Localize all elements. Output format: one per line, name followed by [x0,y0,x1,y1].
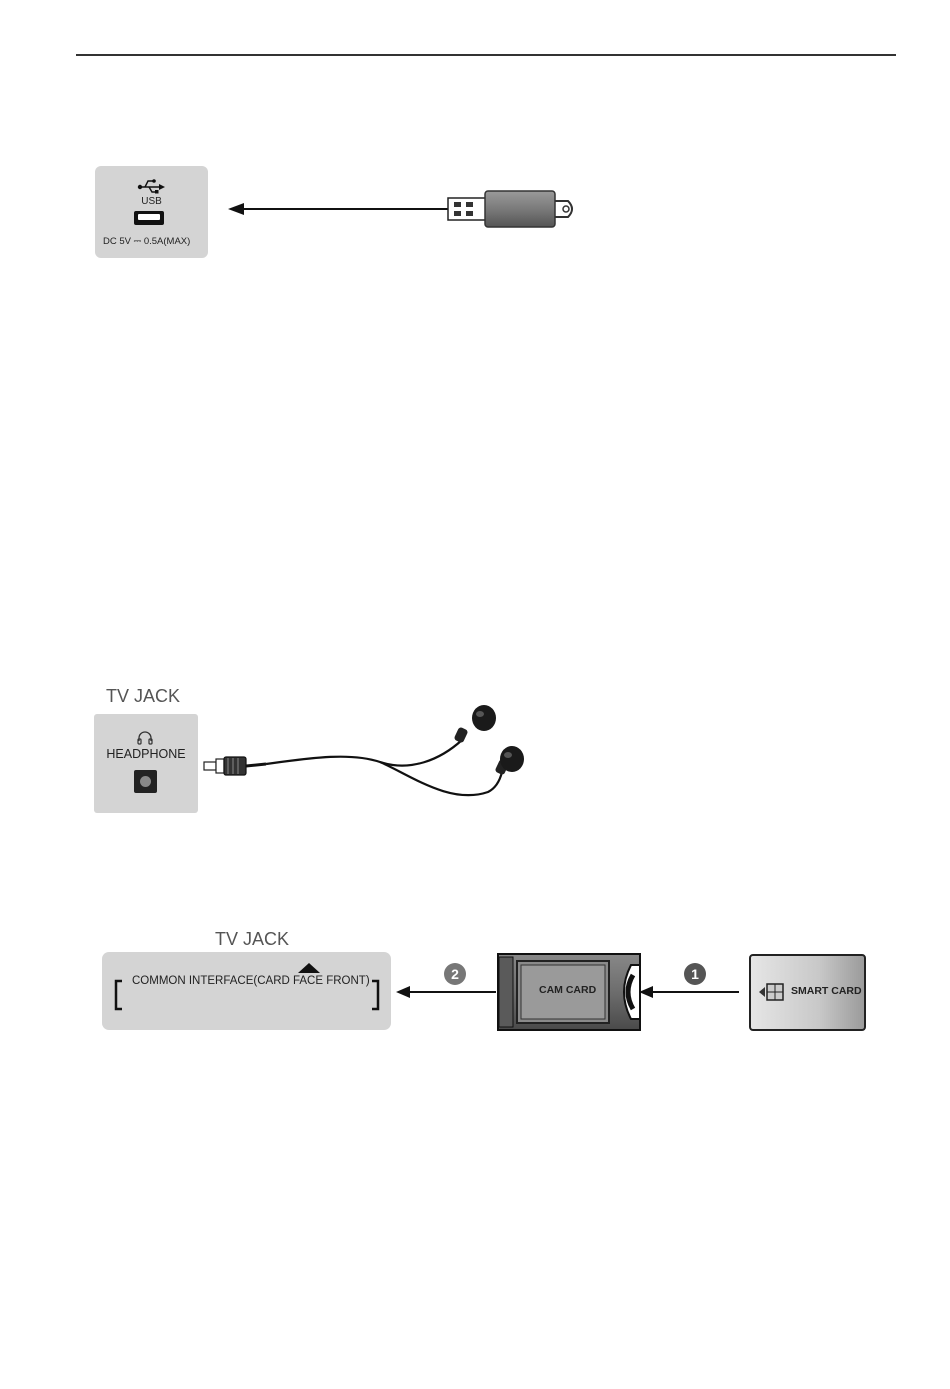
headphone-section-title: TV JACK [106,686,180,707]
ci-section-title: TV JACK [215,929,289,950]
earphone-cable-right [380,762,502,795]
usb-arrow-head [228,203,244,215]
audio-plug-body [224,757,246,775]
earbud-right [500,746,524,772]
headphone-socket [134,770,157,793]
cam-card-label: CAM CARD [539,984,596,996]
card-face-up-arrow-icon [298,963,320,973]
earbud-left [472,705,496,731]
usb-port-label: USB [95,196,208,207]
headphone-port-label: HEADPHONE [94,747,198,761]
step-2-badge: 2 [444,963,466,985]
usb-stick-plug [448,198,486,220]
headphone-port-panel: HEADPHONE [94,714,198,813]
header-rule [76,54,896,56]
common-interface-panel: COMMON INTERFACE(CARD FACE FRONT) [102,952,391,1030]
usb-port-panel: USB DC 5V ⎓ 0.5A(MAX) [95,166,208,258]
usb-stick-body [485,191,555,227]
usb-power-spec: DC 5V ⎓ 0.5A(MAX) [103,236,190,247]
ci-slot-label: COMMON INTERFACE(CARD FACE FRONT) [132,975,370,987]
audio-plug-tip [204,762,216,770]
step-1-badge: 1 [684,963,706,985]
usb-port-socket [134,211,164,225]
earphone-cable-left [266,740,462,766]
headphone-icon [137,730,153,745]
usb-connection-diagram [220,185,590,235]
usb-trident-icon [137,178,165,194]
smart-card-label: SMART CARD [791,985,862,997]
ci-arrow-2 [394,978,498,1006]
earphone-diagram [200,700,540,810]
